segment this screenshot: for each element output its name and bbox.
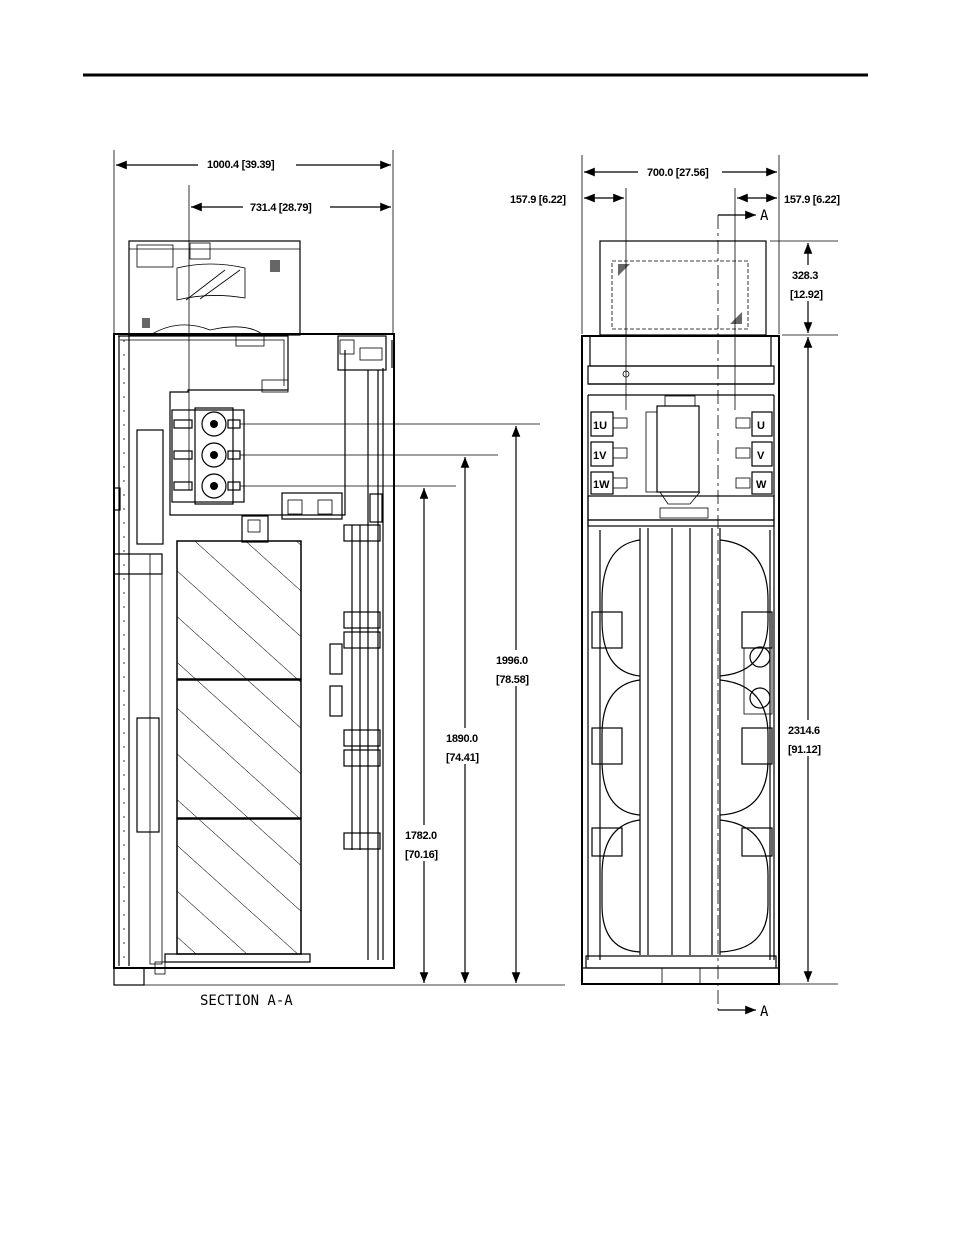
front-view: 1000.4 [39.39] 731.4 [28.79]: [114, 150, 565, 1009]
dim-height-low: 1782.0: [405, 830, 437, 842]
section-marker-top: A: [760, 208, 769, 224]
terminal-w: W: [756, 479, 767, 491]
terminal-1u: 1U: [593, 420, 607, 432]
section-marker-bottom: A: [760, 1004, 769, 1020]
dim-height-mid: 1890.0: [446, 733, 478, 745]
dim-top-box-height: 328.3: [792, 270, 818, 282]
dim-top-box-height-in: [12.92]: [790, 289, 823, 301]
terminal-v: V: [757, 450, 765, 462]
terminal-1w: 1W: [593, 479, 610, 491]
rail-brackets: [330, 525, 380, 850]
terminal-u: U: [757, 420, 765, 432]
dim-height-mid-in: [74.41]: [446, 752, 479, 764]
hatched-panels: [177, 541, 301, 954]
side-terminals: 1U 1V 1W U V W: [591, 412, 772, 494]
terminal-1v: 1V: [593, 450, 607, 462]
dim-left-offset: 157.9 [6.22]: [510, 194, 566, 206]
side-view: 700.0 [27.56] 157.9 [6.22] 157.9 [6.22] …: [510, 155, 840, 1020]
dim-right-offset: 157.9 [6.22]: [784, 194, 840, 206]
dim-inner-width: 731.4 [28.79]: [250, 202, 312, 214]
terminal-stack: [172, 408, 244, 504]
dim-side-overall-width: 700.0 [27.56]: [647, 167, 709, 179]
dim-height-top: 1996.0: [496, 655, 528, 667]
dim-height-top-in: [78.58]: [496, 674, 529, 686]
section-caption: SECTION A-A: [200, 993, 293, 1009]
dim-overall-height: 2314.6: [788, 725, 820, 737]
dim-overall-width: 1000.4 [39.39]: [207, 159, 275, 171]
dim-height-low-in: [70.16]: [405, 849, 438, 861]
reactor-coils: [600, 528, 770, 960]
dim-overall-height-in: [91.12]: [788, 744, 821, 756]
